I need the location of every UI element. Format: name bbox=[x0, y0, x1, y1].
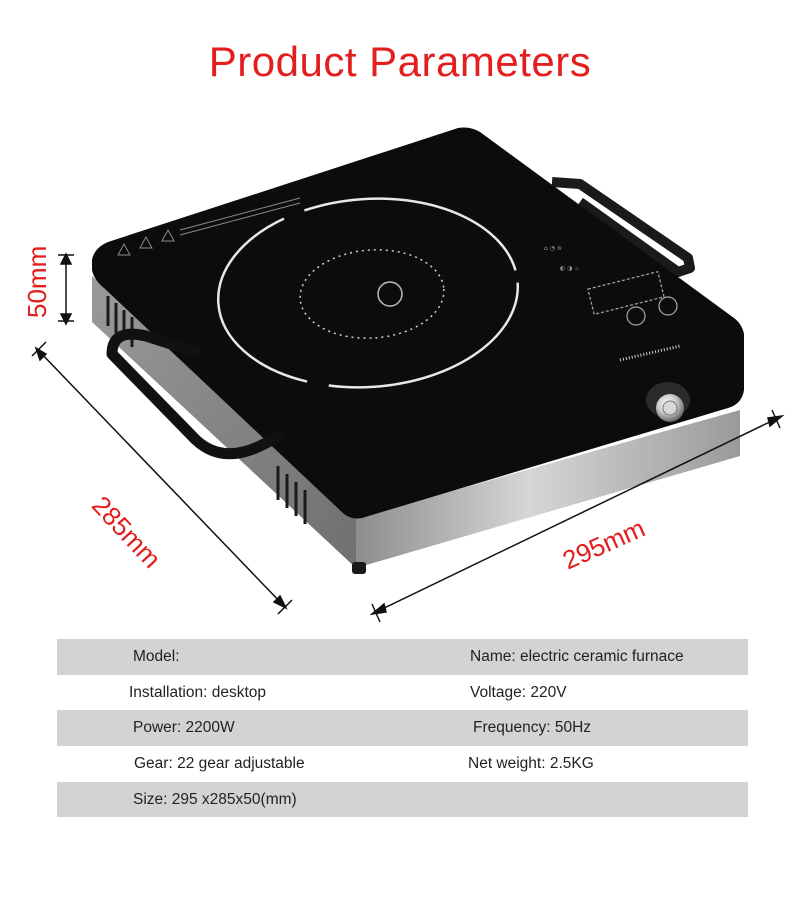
control-panel bbox=[587, 270, 681, 362]
spec-size: Size: 295 x285x50(mm) bbox=[133, 790, 297, 808]
spec-installation: Installation: desktop bbox=[129, 683, 267, 701]
spec-gear: Gear: 22 gear adjustable bbox=[134, 755, 305, 773]
function-timer-button-icon bbox=[626, 306, 646, 326]
product-image: ⌂ ◔ ≋ ◐ ◑ ♨ bbox=[31, 127, 785, 623]
dimension-lines bbox=[31, 252, 785, 623]
front-handle bbox=[106, 328, 286, 460]
warning-labels bbox=[117, 197, 301, 256]
specs-table: Model: Name: electric ceramic furnace In… bbox=[57, 639, 748, 818]
glass-cooktop bbox=[92, 127, 744, 519]
svg-text:◐ ◑ ♨: ◐ ◑ ♨ bbox=[560, 265, 580, 272]
spec-power: Power: 2200W bbox=[133, 719, 235, 737]
cooking-zone bbox=[216, 197, 520, 389]
center-logo-icon bbox=[377, 281, 403, 307]
spec-row: Installation: desktop Voltage: 220V bbox=[57, 675, 748, 711]
height-dimension-label: 50mm bbox=[22, 245, 52, 318]
spec-row: Power: 2200W Frequency: 50Hz bbox=[57, 710, 748, 747]
control-knob bbox=[646, 382, 690, 422]
spec-net-weight: Net weight: 2.5KG bbox=[468, 755, 594, 773]
back-handle bbox=[551, 177, 695, 277]
spec-row: Model: Name: electric ceramic furnace bbox=[57, 639, 748, 675]
spec-row: Size: 295 x285x50(mm) bbox=[57, 781, 748, 818]
spec-row: Gear: 22 gear adjustable Net weight: 2.5… bbox=[57, 746, 748, 782]
spec-frequency: Frequency: 50Hz bbox=[473, 719, 592, 737]
svg-text:⌂ ◔ ≋: ⌂ ◔ ≋ bbox=[544, 245, 562, 252]
power-button-icon bbox=[658, 296, 678, 316]
spec-name: Name: electric ceramic furnace bbox=[470, 648, 684, 665]
spec-model: Model: bbox=[133, 648, 180, 665]
page-title: Product Parameters bbox=[208, 38, 592, 85]
left-side-panel bbox=[92, 276, 356, 568]
spec-voltage: Voltage: 220V bbox=[470, 683, 567, 701]
front-side-panel bbox=[356, 410, 740, 568]
